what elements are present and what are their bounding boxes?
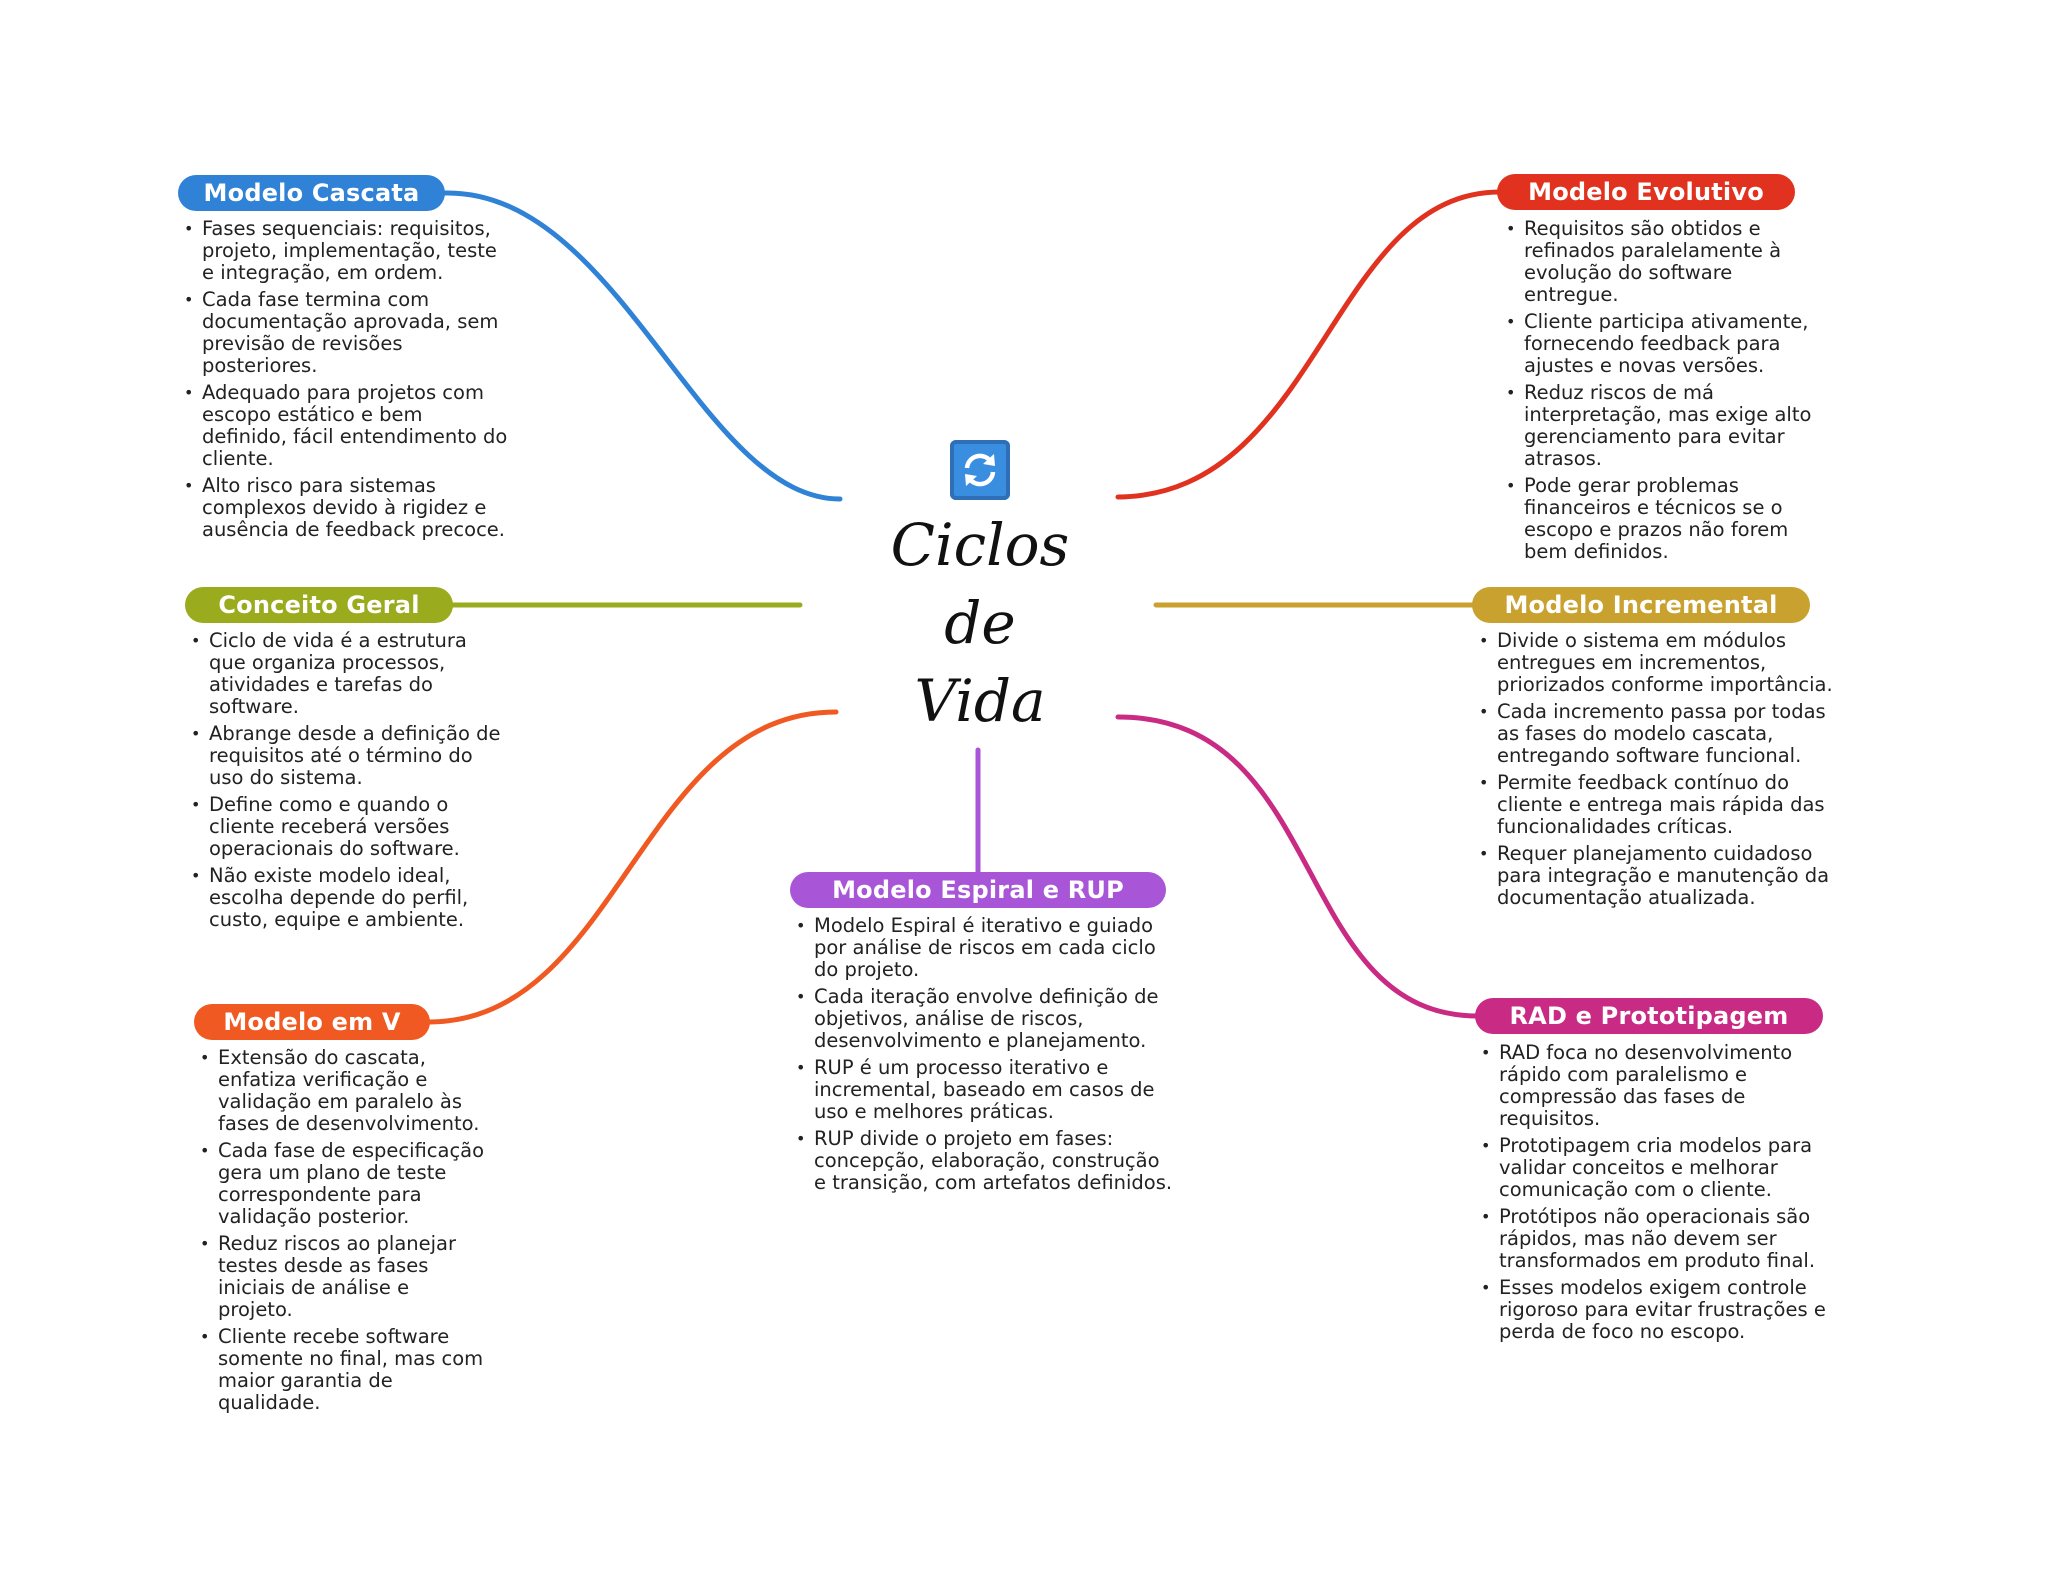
topic-modelo-evolutivo: Modelo Evolutivo xyxy=(1497,174,1795,210)
list-item: Cada incremento passa por todas as fases… xyxy=(1479,701,1847,767)
topic-rad-prototipagem: RAD e Prototipagem xyxy=(1475,998,1823,1034)
list-item: Requisitos são obtidos e refinados paral… xyxy=(1506,218,1824,306)
list-item: Cliente participa ativamente, fornecendo… xyxy=(1506,311,1824,377)
list-item: Cada fase de especificação gera um plano… xyxy=(200,1140,488,1228)
connector-evolutivo xyxy=(1115,189,1503,500)
rad-bullets: RAD foca no desenvolvimento rápido com p… xyxy=(1475,1042,1844,1348)
list-item: Prototipagem cria modelos para validar c… xyxy=(1481,1135,1844,1201)
central-title: Ciclos de Vida xyxy=(890,511,1070,735)
connector-cascata xyxy=(442,190,843,502)
list-item: Cliente recebe software somente no final… xyxy=(200,1326,488,1414)
topic-modelo-espiral-rup: Modelo Espiral e RUP xyxy=(790,872,1166,908)
topic-modelo-cascata: Modelo Cascata xyxy=(178,175,445,211)
list-item: Define como e quando o cliente receberá … xyxy=(191,794,509,860)
list-item: Reduz riscos ao planejar testes desde as… xyxy=(200,1233,488,1321)
list-item: Reduz riscos de má interpretação, mas ex… xyxy=(1506,382,1824,470)
list-item: Cada fase termina com documentação aprov… xyxy=(184,289,512,377)
list-item: Ciclo de vida é a estrutura que organiza… xyxy=(191,630,509,718)
list-item: Modelo Espiral é iterativo e guiado por … xyxy=(796,915,1174,981)
list-item: RUP é um processo iterativo e incrementa… xyxy=(796,1057,1174,1123)
list-item: Não existe modelo ideal, escolha depende… xyxy=(191,865,509,931)
cascata-bullets: Fases sequenciais: requisitos, projeto, … xyxy=(178,218,512,546)
list-item: Esses modelos exigem controle rigoroso p… xyxy=(1481,1277,1844,1343)
list-item: Extensão do cascata, enfatiza verificaçã… xyxy=(200,1047,488,1135)
central-topic: Ciclos de Vida xyxy=(880,430,1080,740)
topic-conceito-geral: Conceito Geral xyxy=(185,587,453,623)
refresh-cycle-icon xyxy=(950,440,1010,500)
list-item: Protótipos não operacionais são rápidos,… xyxy=(1481,1206,1844,1272)
connector-v xyxy=(427,709,839,1025)
list-item: Permite feedback contínuo do cliente e e… xyxy=(1479,772,1847,838)
topic-modelo-em-v: Modelo em V xyxy=(194,1004,430,1040)
list-item: RAD foca no desenvolvimento rápido com p… xyxy=(1481,1042,1844,1130)
list-item: Divide o sistema em módulos entregues em… xyxy=(1479,630,1847,696)
list-item: Adequado para projetos com escopo estáti… xyxy=(184,382,512,470)
list-item: Alto risco para sistemas complexos devid… xyxy=(184,475,512,541)
topic-modelo-incremental: Modelo Incremental xyxy=(1472,587,1810,623)
list-item: RUP divide o projeto em fases: concepção… xyxy=(796,1128,1174,1194)
espiral-bullets: Modelo Espiral é iterativo e guiado por … xyxy=(790,915,1174,1199)
v-bullets: Extensão do cascata, enfatiza verificaçã… xyxy=(194,1047,488,1419)
list-item: Cada iteração envolve definição de objet… xyxy=(796,986,1174,1052)
evolutivo-bullets: Requisitos são obtidos e refinados paral… xyxy=(1500,218,1824,568)
list-item: Pode gerar problemas financeiros e técni… xyxy=(1506,475,1824,563)
list-item: Requer planejamento cuidadoso para integ… xyxy=(1479,843,1847,909)
list-item: Fases sequenciais: requisitos, projeto, … xyxy=(184,218,512,284)
conceito-bullets: Ciclo de vida é a estrutura que organiza… xyxy=(185,630,509,936)
connector-rad xyxy=(1115,714,1481,1019)
incremental-bullets: Divide o sistema em módulos entregues em… xyxy=(1473,630,1847,914)
list-item: Abrange desde a definição de requisitos … xyxy=(191,723,509,789)
